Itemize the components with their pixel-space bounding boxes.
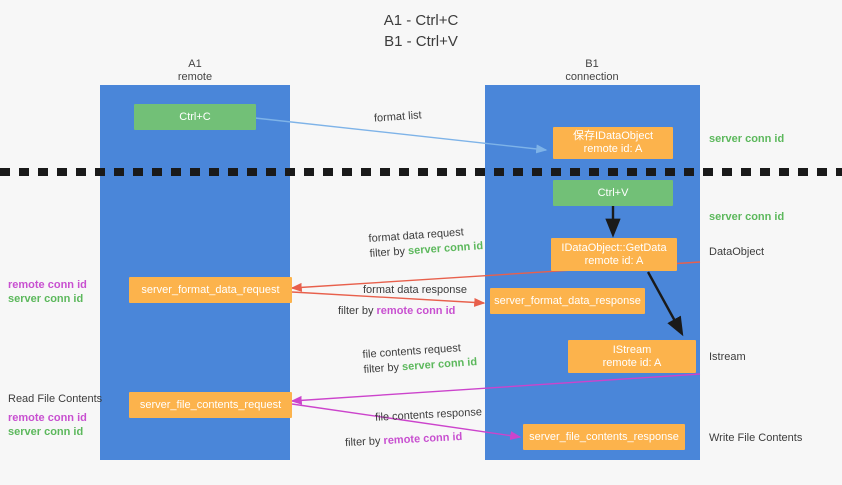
column-header-a1-sub: remote: [177, 71, 213, 83]
box-idataobject-getdata-line1: IDataObject::GetData: [561, 241, 667, 254]
column-header-b1-name: B1: [585, 58, 599, 70]
column-header-a1: A1 remote: [105, 58, 285, 84]
filter-value-server-conn-id: server conn id: [407, 240, 484, 258]
side-label-istream: Istream: [709, 351, 746, 363]
box-server-format-data-response[interactable]: server_format_data_response: [490, 288, 645, 314]
box-server-format-data-request-label: server_format_data_request: [141, 283, 280, 296]
box-istream[interactable]: IStream remote id: A: [568, 340, 696, 373]
box-ctrl-c-label: Ctrl+C: [179, 110, 211, 123]
filter-value-remote-conn-id: remote conn id: [376, 305, 456, 317]
box-istream-line1: IStream: [612, 343, 652, 356]
side-label-remote-conn-id-1: remote conn id: [8, 279, 87, 291]
column-header-b1-sub: connection: [565, 71, 619, 83]
box-save-idataobject-line2: remote id: A: [583, 143, 643, 155]
edge-label-format-data-response-filter: filter by remote conn id: [338, 304, 455, 319]
title-line-1: A1 - Ctrl+C: [383, 12, 459, 29]
box-server-file-contents-response-label: server_file_contents_response: [529, 430, 679, 443]
filter-value-remote-conn-id: remote conn id: [383, 430, 463, 448]
box-server-file-contents-request-label: server_file_contents_request: [139, 398, 282, 411]
side-label-dataobject: DataObject: [709, 246, 765, 258]
edge-label-file-contents-request: file contents request filter by server c…: [362, 340, 478, 378]
filter-prefix: filter by: [363, 361, 403, 376]
filter-prefix: filter by: [344, 435, 384, 450]
box-server-file-contents-response[interactable]: server_file_contents_response: [523, 424, 685, 450]
box-server-format-data-response-label: server_format_data_response: [494, 294, 641, 307]
edge-label-format-data-response: format data response: [363, 283, 467, 298]
edge-label-file-contents-response: file contents response: [375, 405, 483, 426]
edge-label-format-list-text: format list: [373, 109, 423, 125]
box-ctrl-v[interactable]: Ctrl+V: [553, 180, 673, 206]
edge-label-format-list: format list: [374, 108, 423, 126]
box-istream-line2: remote id: A: [602, 356, 662, 369]
box-server-file-contents-request[interactable]: server_file_contents_request: [129, 392, 292, 418]
box-idataobject-getdata-line2: remote id: A: [584, 254, 644, 267]
box-save-idataobject-line1: 保存IDataObject: [572, 130, 654, 142]
box-ctrl-v-label: Ctrl+V: [597, 186, 629, 199]
filter-value-server-conn-id: server conn id: [401, 356, 478, 374]
filter-prefix: filter by: [369, 245, 409, 260]
side-label-read-file-contents: Read File Contents: [8, 393, 103, 405]
side-label-server-conn-id-second: server conn id: [709, 211, 785, 223]
edge-label-file-contents-response-text: file contents response: [374, 406, 483, 424]
side-label-write-file-contents: Write File Contents: [709, 432, 803, 444]
title-line-2: B1 - Ctrl+V: [384, 33, 458, 50]
column-header-b1: B1 connection: [502, 58, 682, 84]
edge-label-format-data-request: format data request filter by server con…: [368, 224, 484, 262]
side-label-server-conn-id-top: server conn id: [709, 133, 785, 145]
edge-label-format-data-response-text: format data response: [363, 284, 467, 296]
column-header-a1-name: A1: [188, 58, 202, 70]
box-idataobject-getdata[interactable]: IDataObject::GetData remote id: A: [551, 238, 677, 271]
side-label-remote-conn-id-2: remote conn id: [8, 412, 87, 424]
side-label-server-conn-id-1: server conn id: [8, 293, 84, 305]
edge-label-file-contents-response-filter: filter by remote conn id: [345, 430, 463, 451]
diagram-title: A1 - Ctrl+C B1 - Ctrl+V: [0, 10, 842, 52]
box-server-format-data-request[interactable]: server_format_data_request: [129, 277, 292, 303]
side-label-server-conn-id-2: server conn id: [8, 426, 84, 438]
box-ctrl-c[interactable]: Ctrl+C: [134, 104, 256, 130]
box-save-idataobject[interactable]: 保存IDataObject remote id: A: [553, 127, 673, 159]
filter-prefix: filter by: [338, 305, 377, 317]
